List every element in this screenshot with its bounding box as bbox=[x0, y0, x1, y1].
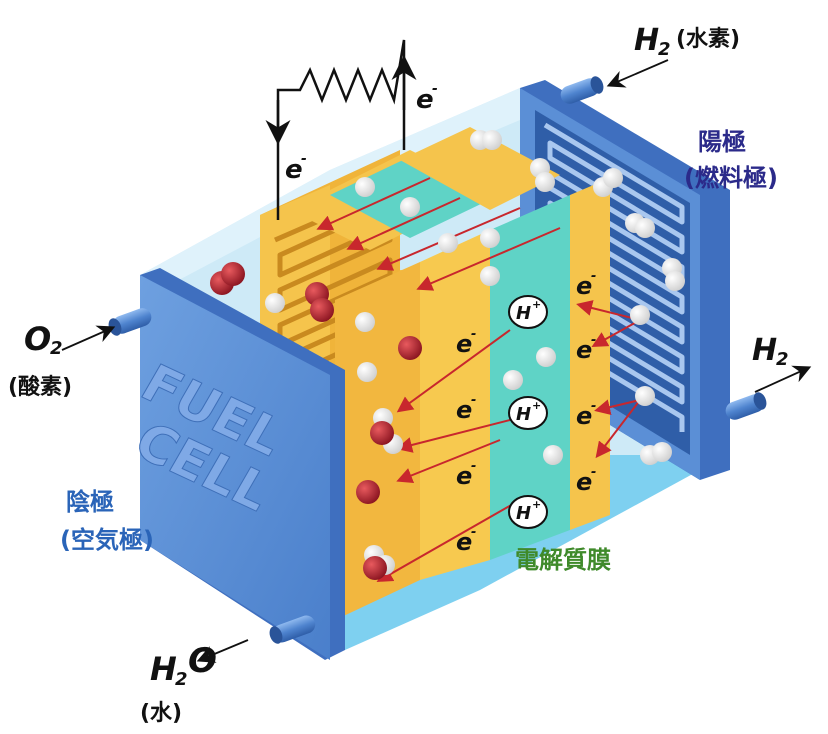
gas-flow-arrows bbox=[61, 59, 812, 663]
electron-r3: e- bbox=[576, 399, 596, 430]
svg-text:陰極: 陰極 bbox=[66, 488, 114, 516]
svg-text:(酸素): (酸素) bbox=[8, 374, 72, 400]
electron-r1: e- bbox=[576, 269, 596, 300]
external-circuit bbox=[265, 39, 417, 220]
svg-text:(燃料極): (燃料極) bbox=[684, 164, 778, 192]
svg-text:e: e bbox=[456, 330, 472, 358]
svg-text:(水素): (水素) bbox=[676, 26, 740, 52]
electron-l3: e- bbox=[456, 459, 476, 490]
proton-1: H + bbox=[508, 295, 548, 329]
svg-text:+: + bbox=[532, 298, 541, 311]
svg-text:e: e bbox=[285, 155, 303, 185]
h2-outlet-pipe bbox=[725, 392, 767, 420]
proton-2: H + bbox=[508, 396, 548, 430]
svg-text:O: O bbox=[188, 641, 217, 681]
svg-text:-: - bbox=[591, 465, 596, 480]
svg-text:H: H bbox=[516, 303, 531, 324]
electron-r4: e- bbox=[576, 465, 596, 496]
label-h2o: H 2 O (水) bbox=[140, 641, 217, 726]
svg-text:e: e bbox=[576, 468, 592, 496]
svg-text:-: - bbox=[471, 525, 476, 540]
ion-flow-arrows bbox=[316, 177, 641, 582]
svg-text:H: H bbox=[516, 503, 531, 524]
svg-text:+: + bbox=[532, 399, 541, 412]
svg-text:2: 2 bbox=[50, 338, 63, 359]
label-h2-inlet: H 2 (水素) bbox=[634, 23, 740, 60]
membrane-stack-front bbox=[335, 178, 610, 620]
oxygen-molecules bbox=[210, 262, 422, 580]
svg-text:2: 2 bbox=[776, 349, 789, 370]
electron-l4: e- bbox=[456, 525, 476, 556]
svg-text:H: H bbox=[634, 23, 659, 58]
cathode-plate: FUEL CELL bbox=[124, 268, 345, 660]
svg-text:(水): (水) bbox=[140, 701, 182, 726]
svg-text:e: e bbox=[456, 396, 472, 424]
svg-text:H: H bbox=[516, 404, 531, 425]
svg-text:-: - bbox=[591, 399, 596, 414]
svg-text:-: - bbox=[471, 459, 476, 474]
svg-text:e: e bbox=[576, 272, 592, 300]
svg-text:2: 2 bbox=[658, 39, 671, 60]
svg-text:e: e bbox=[456, 462, 472, 490]
svg-text:2: 2 bbox=[175, 669, 188, 690]
svg-text:-: - bbox=[301, 151, 307, 167]
label-membrane: 電解質膜 bbox=[515, 546, 611, 574]
svg-text:(空気極): (空気極) bbox=[60, 526, 154, 554]
label-cathode: 陰極 (空気極) bbox=[60, 488, 154, 554]
electron-l2: e- bbox=[456, 393, 476, 424]
svg-text:H: H bbox=[150, 650, 177, 688]
svg-text:電解質膜: 電解質膜 bbox=[515, 546, 611, 574]
electron-wire-right: e - bbox=[416, 81, 438, 115]
electron-wire-left: e - bbox=[285, 151, 307, 185]
svg-text:陽極: 陽極 bbox=[698, 128, 746, 156]
svg-text:-: - bbox=[471, 393, 476, 408]
svg-text:O: O bbox=[24, 320, 51, 358]
pipes bbox=[108, 76, 767, 644]
electron-l1: e- bbox=[456, 327, 476, 358]
label-o2: O 2 (酸素) bbox=[8, 320, 72, 400]
svg-text:-: - bbox=[432, 81, 438, 97]
h2-inlet-pipe bbox=[560, 76, 604, 104]
svg-text:+: + bbox=[532, 498, 541, 511]
electron-r2: e- bbox=[576, 333, 596, 364]
proton-3: H + bbox=[508, 495, 548, 529]
protons: H + H + H + bbox=[508, 295, 548, 529]
svg-text:-: - bbox=[591, 269, 596, 284]
svg-text:-: - bbox=[591, 333, 596, 348]
label-anode: 陽極 (燃料極) bbox=[684, 128, 778, 192]
label-h2-outlet: H 2 bbox=[752, 333, 789, 370]
svg-text:e: e bbox=[456, 528, 472, 556]
svg-text:H: H bbox=[752, 333, 777, 368]
electrons: e - e - e- e- e- e- e- e- e- e- bbox=[285, 81, 596, 556]
svg-text:-: - bbox=[471, 327, 476, 342]
svg-text:e: e bbox=[576, 336, 592, 364]
membrane-top bbox=[290, 127, 560, 250]
h2o-outlet-pipe bbox=[269, 615, 316, 644]
svg-text:e: e bbox=[416, 85, 434, 115]
svg-text:e: e bbox=[576, 402, 592, 430]
